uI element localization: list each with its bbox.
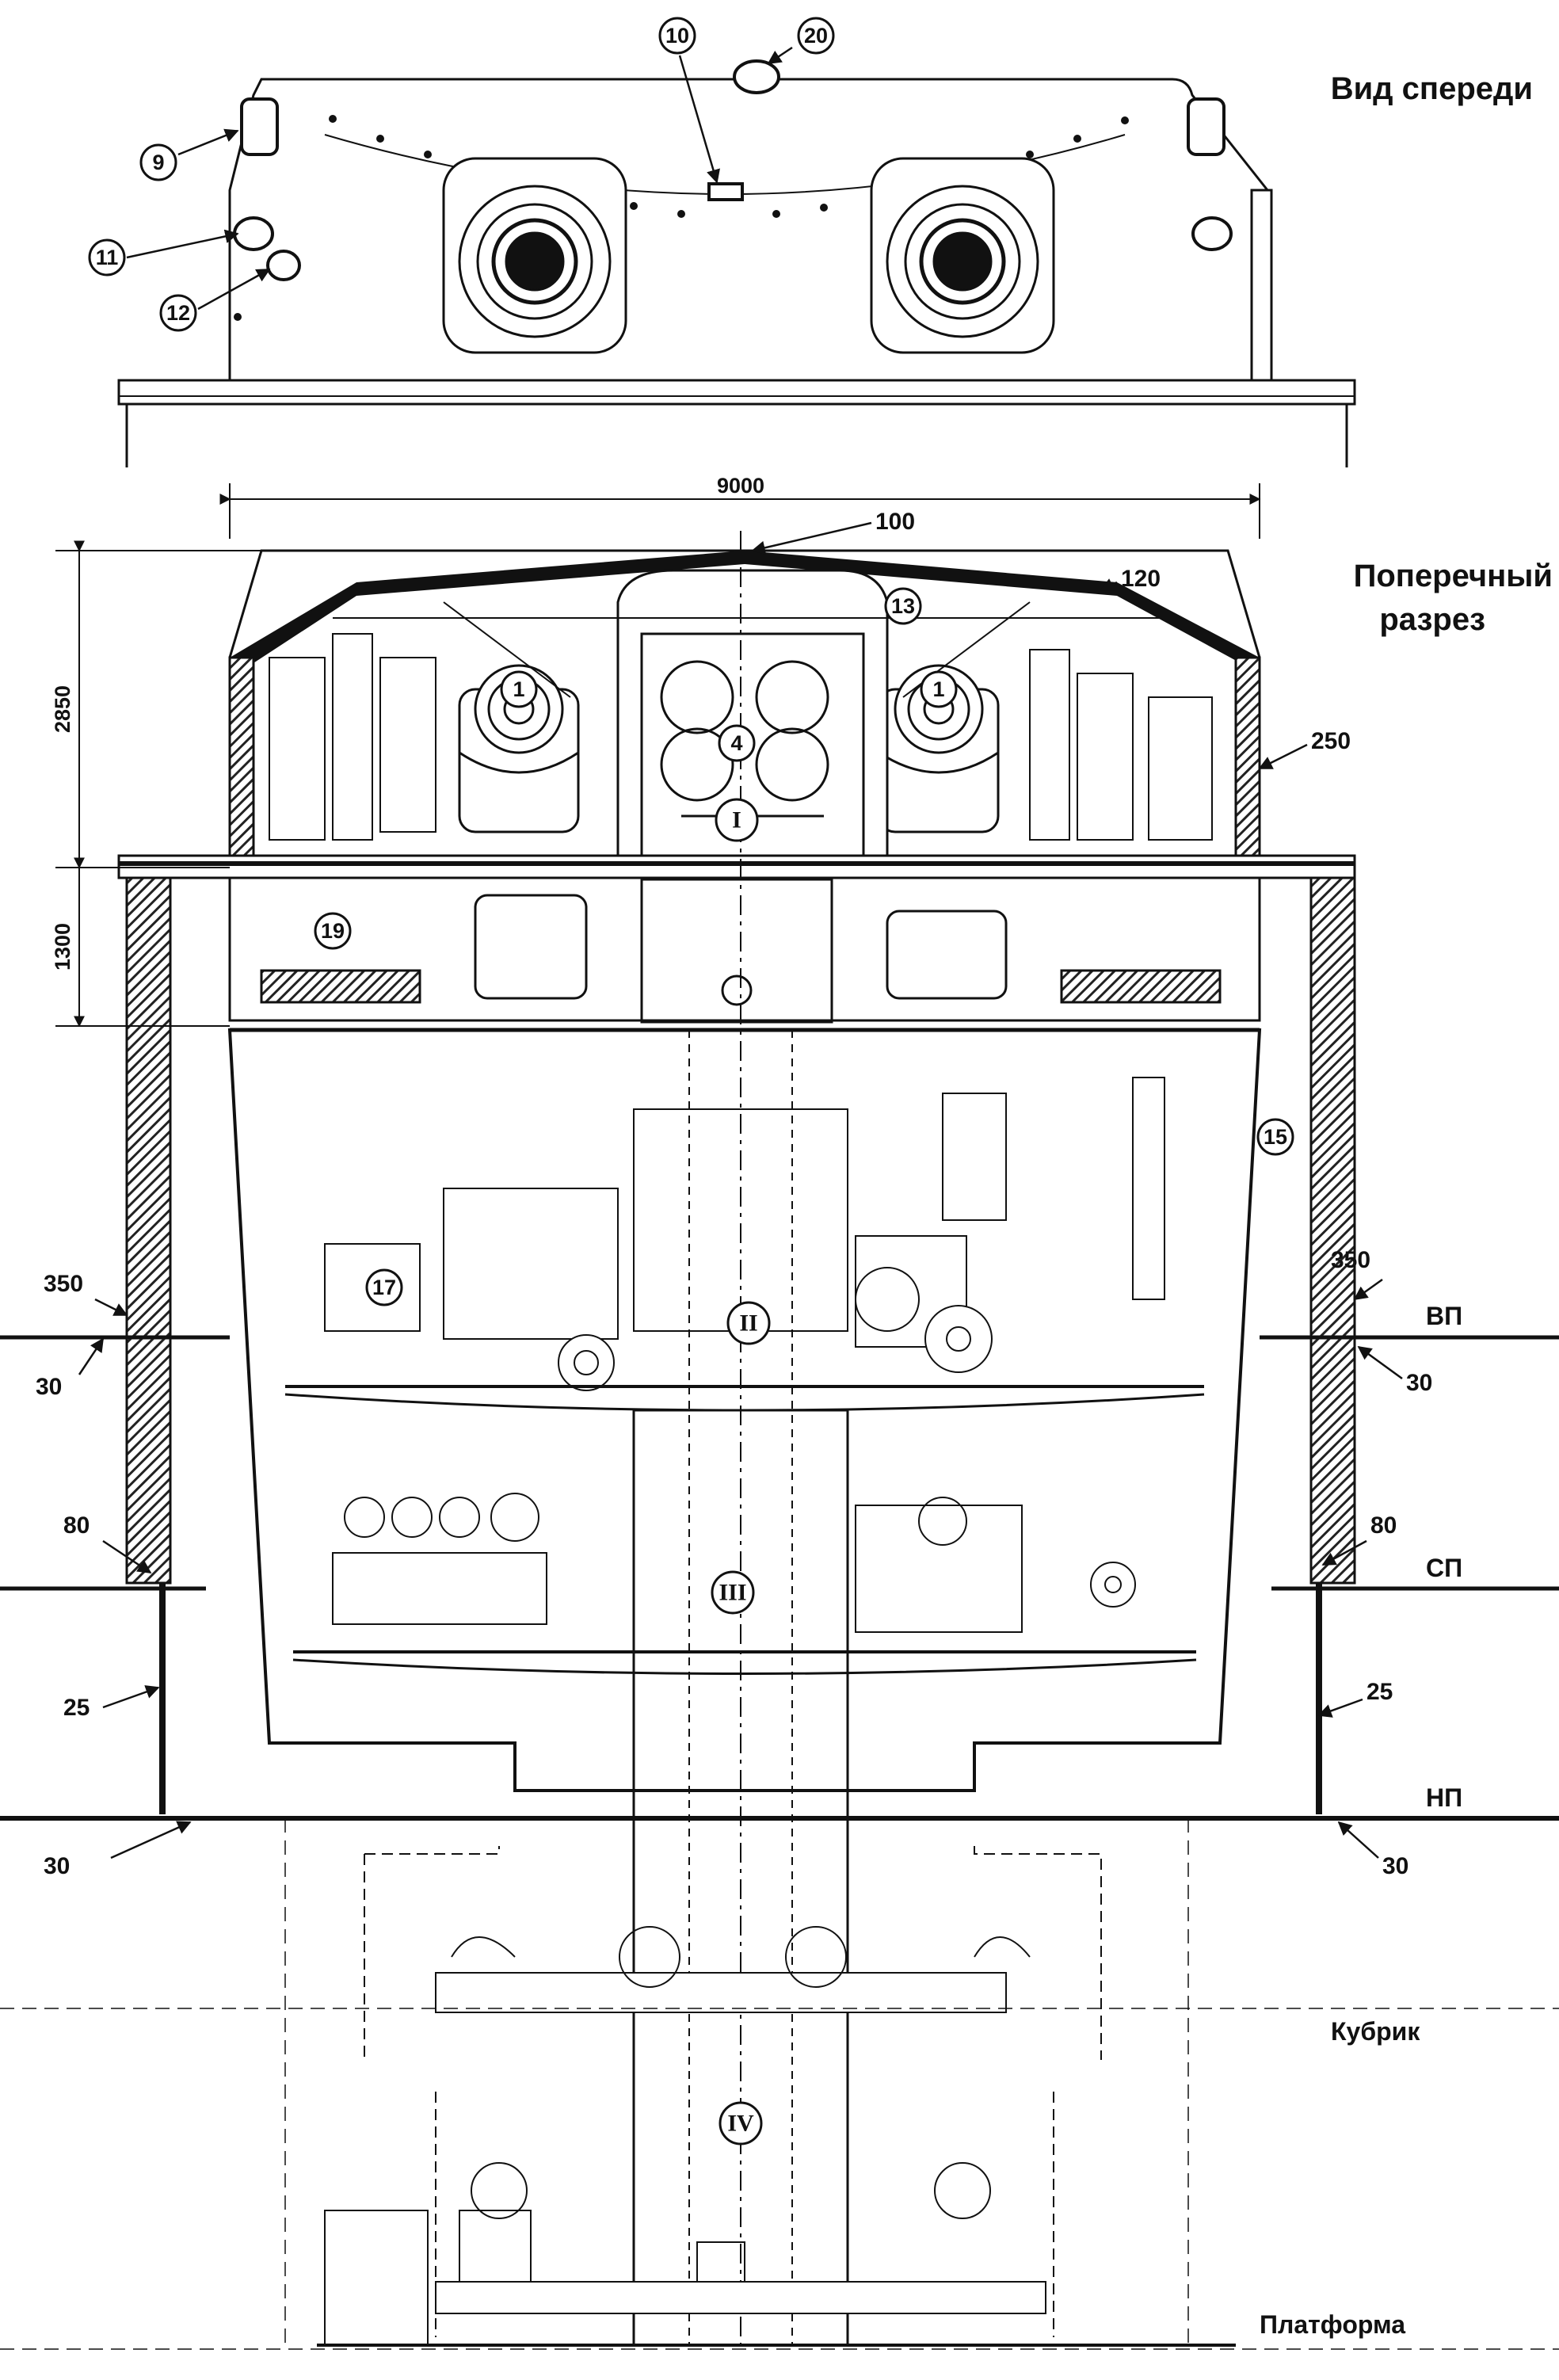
callout-1a — [500, 670, 538, 708]
callout-4 — [718, 724, 756, 762]
left-gun-breech — [458, 664, 580, 833]
label-roof-120: 120 — [1121, 566, 1161, 592]
rotating-structure-upper — [228, 876, 1261, 1032]
front-view-title: Вид спереди — [1331, 71, 1533, 106]
label-upper-right-30: 30 — [1406, 1370, 1432, 1396]
callout-11-text: 11 — [96, 246, 119, 269]
dimension-lines — [55, 483, 1261, 1028]
dim-height-lower-label: 1300 — [51, 923, 74, 971]
label-lower-right-25: 25 — [1367, 1679, 1393, 1705]
deck-label-lower: НП — [1426, 1783, 1462, 1812]
front-view-left-gun-port — [442, 157, 627, 354]
front-view-right-vent — [1191, 216, 1233, 251]
callout-17 — [365, 1268, 403, 1306]
callout-19 — [314, 912, 352, 950]
front-view-base-plate — [117, 379, 1356, 406]
callout-15 — [1256, 1118, 1294, 1156]
callout-4-text: 4 — [730, 731, 742, 755]
level-4-text: IV — [727, 2111, 754, 2137]
callout-10 — [658, 17, 696, 55]
callout-12-text: 12 — [166, 301, 190, 325]
level-3-text: III — [719, 1580, 746, 1606]
shell-handling-room — [364, 1846, 1102, 2060]
working-compartment-machinery — [284, 1077, 1205, 1412]
right-wall-armor — [1234, 656, 1261, 857]
callout-20 — [797, 17, 835, 55]
callout-1b — [920, 670, 958, 708]
label-barbette-right-350: 350 — [1331, 1247, 1370, 1273]
level-circle-3 — [711, 1570, 755, 1615]
left-barbette-armor — [125, 876, 172, 1585]
left-wall-armor — [228, 656, 255, 857]
label-lower-left-25: 25 — [63, 1695, 90, 1721]
label-bottom-right-30: 30 — [1382, 1853, 1408, 1879]
front-view-right-sight-hood — [1187, 97, 1225, 156]
label-barbette-left-350: 350 — [44, 1271, 83, 1297]
front-view-turret-outline — [228, 78, 1269, 382]
cross-section — [0, 46, 1559, 2350]
powder-handling-room — [317, 2092, 1236, 2347]
level-1-text: I — [732, 807, 741, 833]
front-view-top-periscope — [733, 59, 780, 94]
deck-label-middle: СП — [1426, 1554, 1462, 1582]
callout-15-text: 15 — [1264, 1125, 1287, 1149]
dim-width-label: 9000 — [717, 474, 764, 498]
turret-floor — [117, 854, 1356, 879]
right-barbette-armor — [1309, 876, 1356, 1585]
cross-section-title-line2: разрез — [1379, 602, 1485, 637]
callout-10-text: 10 — [665, 24, 689, 48]
reloading-compartment — [292, 1493, 1197, 1675]
front-view-left-sight-hood — [240, 97, 279, 156]
label-upper-left-30: 30 — [36, 1374, 62, 1400]
front-view-right-gun-port — [870, 157, 1055, 354]
front-view-left-vent-2 — [266, 250, 301, 281]
front-view-left-vent-1 — [233, 216, 274, 251]
callout-20-text: 20 — [804, 24, 828, 48]
leader-lines — [78, 46, 1403, 1859]
callout-19-text: 19 — [321, 919, 345, 943]
callout-13-text: 13 — [891, 594, 915, 618]
cross-section-title-line1: Поперечный — [1354, 559, 1553, 593]
level-circle-2 — [726, 1301, 771, 1345]
barbette-trunk-outline — [227, 1028, 1262, 1792]
front-view-center-hatch — [707, 182, 744, 201]
dim-height-upper-label: 2850 — [51, 685, 74, 733]
level-circle-1 — [715, 798, 759, 842]
deck-label-upper: ВП — [1426, 1302, 1462, 1330]
callout-9 — [139, 143, 177, 181]
callout-17-text: 17 — [372, 1276, 396, 1299]
callout-11 — [88, 238, 126, 277]
deck-label-quarters: Кубрик — [1331, 2017, 1420, 2046]
level-2-text: II — [739, 1310, 757, 1337]
callout-1b-text: 1 — [932, 677, 944, 701]
callouts — [88, 17, 1294, 2145]
front-view — [117, 59, 1356, 467]
callout-9-text: 9 — [152, 151, 164, 174]
label-middle-left-80: 80 — [63, 1512, 90, 1539]
callout-13 — [884, 587, 922, 625]
deck-lines — [0, 1335, 1559, 2350]
label-bottom-left-30: 30 — [44, 1853, 70, 1879]
deck-label-platform: Платформа — [1260, 2310, 1405, 2339]
label-middle-right-80: 80 — [1370, 1512, 1397, 1539]
callout-12 — [159, 294, 197, 332]
roof-armor — [230, 551, 1260, 673]
label-wall-250: 250 — [1311, 728, 1351, 754]
callout-1a-text: 1 — [513, 677, 524, 701]
label-roof-100: 100 — [875, 509, 915, 535]
level-circle-4 — [719, 2101, 763, 2145]
